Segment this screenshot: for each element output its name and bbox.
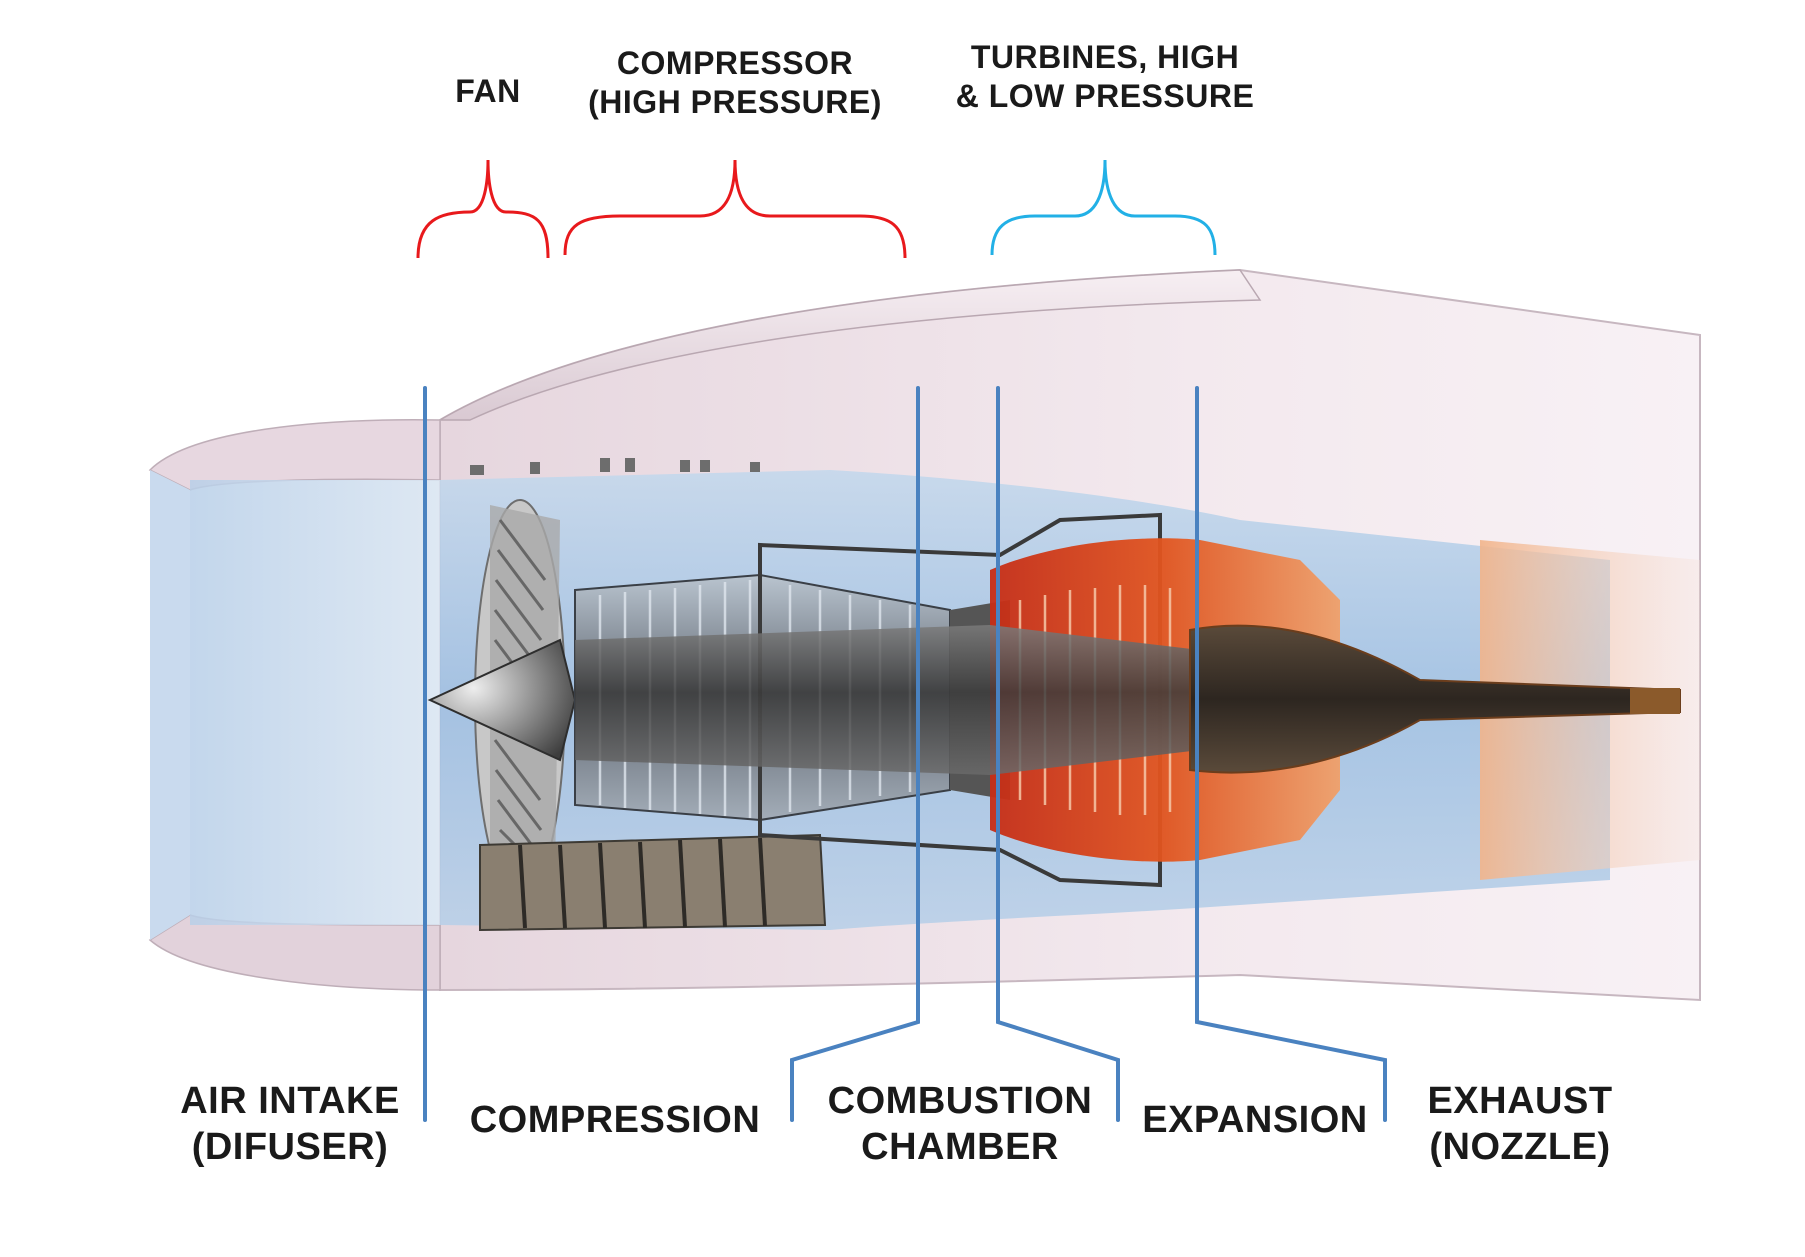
expansion-divider-line — [1195, 386, 1387, 1122]
engine-core-shaft — [575, 625, 1200, 775]
fan-label: FAN — [455, 73, 521, 109]
air-intake-label: AIR INTAKE (DIFUSER) — [180, 1080, 400, 1169]
turbine-brace — [990, 159, 1217, 256]
fan-brace — [416, 159, 550, 259]
lower-compressor-casing — [479, 833, 827, 932]
combustion-casing — [758, 512, 1162, 888]
nacelle-top-lip — [437, 269, 1262, 421]
expansion-label: EXPANSION — [1142, 1099, 1368, 1141]
compression-divider-line — [790, 386, 920, 1122]
stage-divider-lines — [423, 386, 1387, 1122]
combustion-divider-line — [996, 386, 1120, 1122]
combustion-chamber-label: COMBUSTION CHAMBER — [827, 1080, 1093, 1169]
intake-duct — [150, 470, 190, 940]
tail-tip — [1630, 688, 1680, 714]
casing-details — [470, 458, 760, 475]
exhaust-label: EXHAUST (NOZZLE) — [1427, 1080, 1613, 1169]
compressor-brace — [563, 159, 907, 259]
compressor-label: COMPRESSOR (HIGH PRESSURE) — [588, 45, 882, 121]
intake-volume — [190, 480, 440, 925]
turbines-label: TURBINES, HIGH & LOW PRESSURE — [955, 39, 1255, 115]
compression-label: COMPRESSION — [469, 1099, 761, 1141]
